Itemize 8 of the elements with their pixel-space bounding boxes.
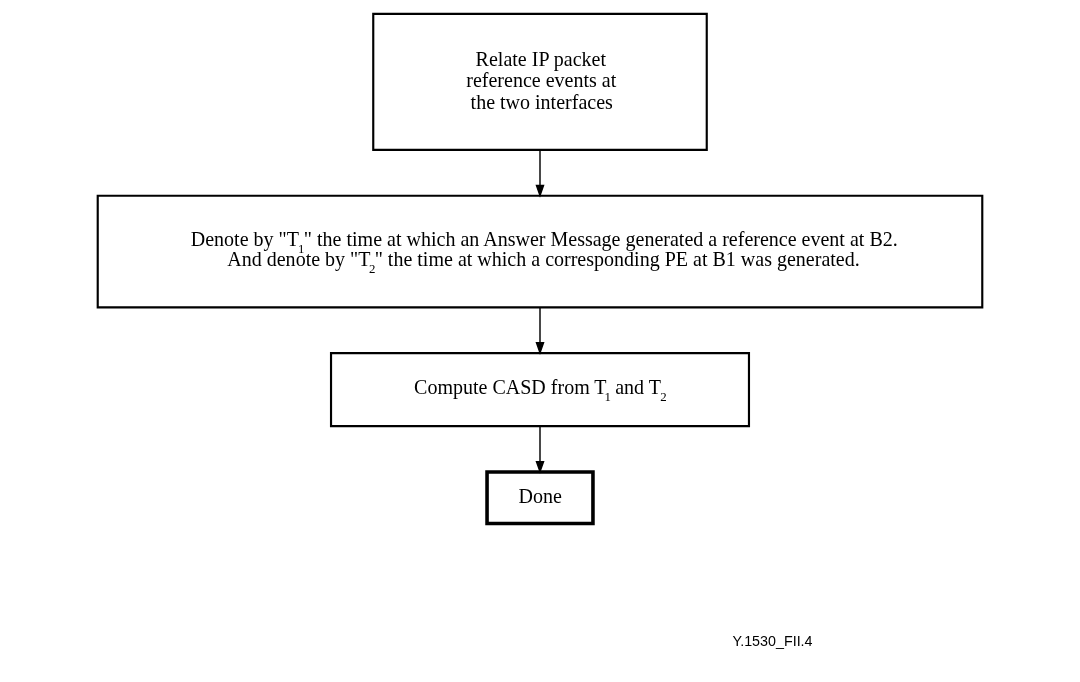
arrow [535,426,545,474]
node-box: Compute CASD from T$_{1}$ and T$_{2}$ [329,352,751,428]
arrow [535,149,545,198]
node-box: Denote by "T$_{1}$" the time at which an Answer Message generated a reference event at B2. And denote by "T$_{2}$" the time at which a corresponding PE at B1 was generated. [96,194,984,309]
node-box: Relate IP packet reference events at the two interfaces [372,12,708,151]
label: Y.1530_FII.4 [732,632,813,649]
node-box: Done [485,470,595,526]
arrow [535,306,545,355]
